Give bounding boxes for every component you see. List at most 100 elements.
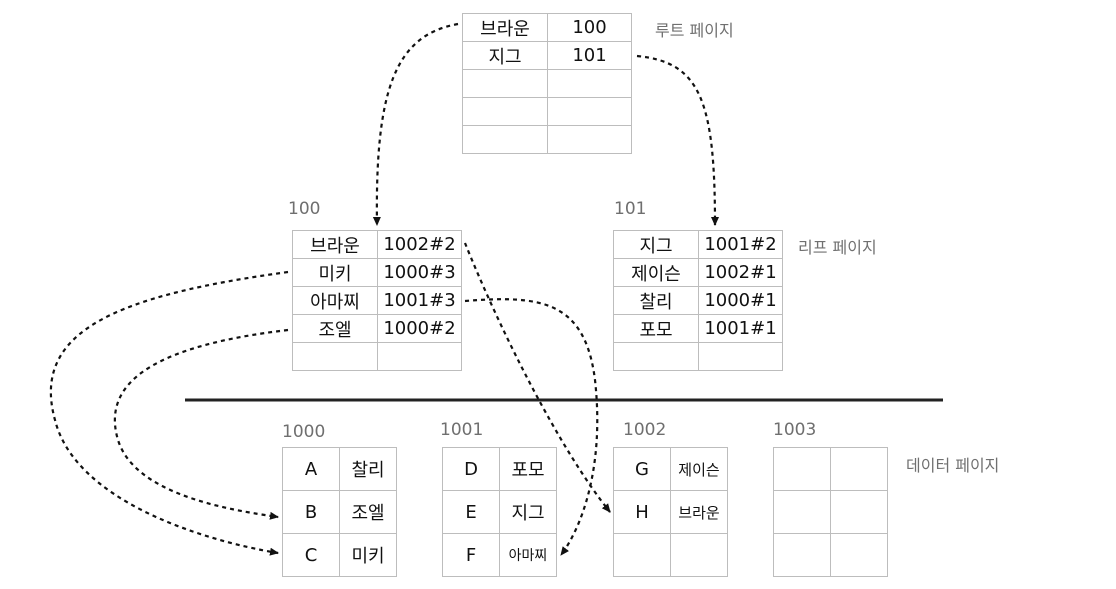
table-cell bbox=[773, 447, 831, 491]
table-cell: 제이슨 bbox=[670, 447, 728, 491]
table-row bbox=[462, 125, 632, 154]
data-page-caption: 데이터 페이지 bbox=[906, 456, 1000, 475]
arrow-mickey-to-1000-c bbox=[49, 270, 289, 556]
table-cell: 1000#1 bbox=[698, 286, 783, 315]
table-cell: 찰리 bbox=[613, 286, 699, 315]
leaf-page-caption: 리프 페이지 bbox=[798, 238, 877, 257]
table-cell bbox=[613, 533, 671, 577]
table-cell: 조엘 bbox=[292, 314, 378, 343]
table-cell: 아마찌 bbox=[499, 533, 557, 577]
table-row bbox=[462, 97, 632, 126]
table-cell: 브라운 bbox=[462, 13, 548, 42]
table-cell: 1001#3 bbox=[377, 286, 462, 315]
table-cell: 포모 bbox=[499, 447, 557, 491]
table-cell: 지그 bbox=[499, 490, 557, 534]
table-cell: 지그 bbox=[462, 41, 548, 70]
table-cell: 지그 bbox=[613, 230, 699, 259]
table-cell bbox=[292, 342, 378, 371]
table-cell bbox=[830, 533, 888, 577]
data-page-id: 1000 bbox=[282, 422, 326, 442]
table-cell bbox=[547, 69, 632, 98]
root-page-caption: 루트 페이지 bbox=[655, 21, 734, 40]
table-cell bbox=[773, 490, 831, 534]
table-cell bbox=[613, 342, 699, 371]
data-page-id: 1001 bbox=[440, 420, 484, 440]
table-cell: 1002#1 bbox=[698, 258, 783, 287]
table-cell bbox=[830, 447, 888, 491]
table-cell: E bbox=[442, 490, 500, 534]
table-cell: 조엘 bbox=[339, 490, 397, 534]
table-cell: 100 bbox=[547, 13, 632, 42]
arrow-root-to-leaf-101 bbox=[636, 54, 719, 226]
table-cell: B bbox=[282, 490, 340, 534]
table-cell: C bbox=[282, 533, 340, 577]
leaf-page-id: 101 bbox=[614, 199, 647, 219]
table-cell: A bbox=[282, 447, 340, 491]
table-row bbox=[613, 533, 728, 577]
table-cell: 1000#2 bbox=[377, 314, 462, 343]
data-page-table bbox=[773, 447, 888, 577]
table-row bbox=[773, 533, 888, 577]
table-cell bbox=[462, 125, 548, 154]
table-cell: 1002#2 bbox=[377, 230, 462, 259]
table-cell bbox=[830, 490, 888, 534]
table-cell: G bbox=[613, 447, 671, 491]
table-row bbox=[462, 69, 632, 98]
table-cell bbox=[773, 533, 831, 577]
table-cell bbox=[547, 125, 632, 154]
table-cell: 브라운 bbox=[292, 230, 378, 259]
table-cell: 1001#2 bbox=[698, 230, 783, 259]
table-cell: 브라운 bbox=[670, 490, 728, 534]
table-cell: F bbox=[442, 533, 500, 577]
table-row bbox=[292, 342, 462, 371]
table-cell: 제이슨 bbox=[613, 258, 699, 287]
table-cell: 1000#3 bbox=[377, 258, 462, 287]
table-row bbox=[773, 447, 888, 491]
table-cell bbox=[670, 533, 728, 577]
table-cell: 미키 bbox=[292, 258, 378, 287]
table-cell: 아마찌 bbox=[292, 286, 378, 315]
table-cell: 1001#1 bbox=[698, 314, 783, 343]
table-cell bbox=[462, 69, 548, 98]
leaf-page-id: 100 bbox=[288, 199, 321, 219]
table-cell bbox=[698, 342, 783, 371]
table-row bbox=[613, 342, 783, 371]
table-row bbox=[773, 490, 888, 534]
table-cell: 101 bbox=[547, 41, 632, 70]
table-cell bbox=[462, 97, 548, 126]
table-cell: H bbox=[613, 490, 671, 534]
table-cell bbox=[547, 97, 632, 126]
table-cell: 찰리 bbox=[339, 447, 397, 491]
arrow-root-to-leaf-100 bbox=[372, 22, 459, 226]
table-cell: 포모 bbox=[613, 314, 699, 343]
arrow-amazzi-to-1001-f bbox=[464, 298, 599, 556]
arrow-joel-to-1000-b bbox=[113, 328, 289, 520]
table-cell: D bbox=[442, 447, 500, 491]
table-cell bbox=[377, 342, 462, 371]
